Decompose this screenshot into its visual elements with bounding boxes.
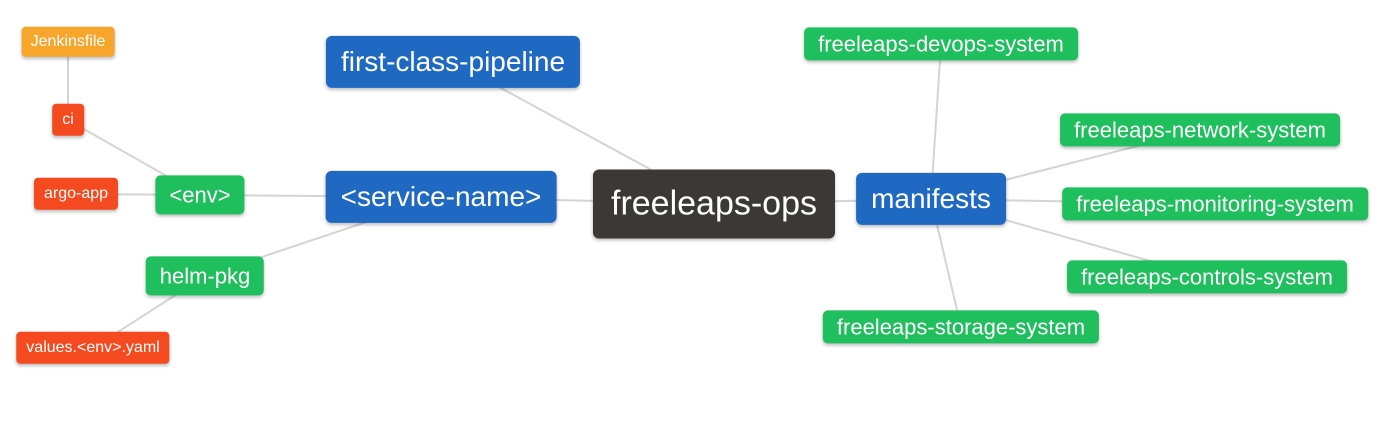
node-first-class-pipeline[interactable]: first-class-pipeline bbox=[325, 35, 581, 89]
node-label: helm-pkg bbox=[159, 263, 251, 289]
node-env[interactable]: <env> bbox=[155, 175, 245, 215]
node-manifests[interactable]: manifests bbox=[856, 172, 1006, 226]
node-label: Jenkinsfile bbox=[30, 32, 106, 50]
node-label: manifests bbox=[871, 182, 991, 214]
node-freeleaps-devops-system[interactable]: freeleaps-devops-system bbox=[804, 27, 1078, 61]
node-label: freeleaps-devops-system bbox=[818, 31, 1064, 57]
node-helm-pkg[interactable]: helm-pkg bbox=[145, 256, 265, 296]
node-freeleaps-ops[interactable]: freeleaps-ops bbox=[592, 169, 836, 239]
node-label: freeleaps-ops bbox=[610, 184, 818, 223]
node-freeleaps-monitoring-system[interactable]: freeleaps-monitoring-system bbox=[1062, 187, 1368, 221]
node-argo-app[interactable]: argo-app bbox=[33, 177, 119, 211]
node-ci[interactable]: ci bbox=[52, 103, 84, 137]
node-label: argo-app bbox=[43, 184, 109, 202]
node-freeleaps-network-system[interactable]: freeleaps-network-system bbox=[1060, 113, 1340, 147]
node-label: first-class-pipeline bbox=[340, 45, 566, 77]
node-label: freeleaps-controls-system bbox=[1081, 264, 1333, 290]
node-label: values.<env>.yaml bbox=[26, 338, 160, 356]
node-jenkinsfile[interactable]: Jenkinsfile bbox=[21, 26, 115, 58]
node-service-name[interactable]: <service-name> bbox=[325, 170, 557, 224]
node-label: ci bbox=[62, 110, 74, 128]
node-label: freeleaps-storage-system bbox=[836, 314, 1086, 340]
node-label: <env> bbox=[169, 182, 231, 208]
node-label: freeleaps-monitoring-system bbox=[1076, 191, 1354, 217]
node-freeleaps-storage-system[interactable]: freeleaps-storage-system bbox=[822, 310, 1100, 344]
node-freeleaps-controls-system[interactable]: freeleaps-controls-system bbox=[1067, 260, 1347, 294]
node-values-env-yaml[interactable]: values.<env>.yaml bbox=[16, 331, 170, 365]
node-label: freeleaps-network-system bbox=[1074, 117, 1326, 143]
node-label: <service-name> bbox=[340, 180, 542, 212]
